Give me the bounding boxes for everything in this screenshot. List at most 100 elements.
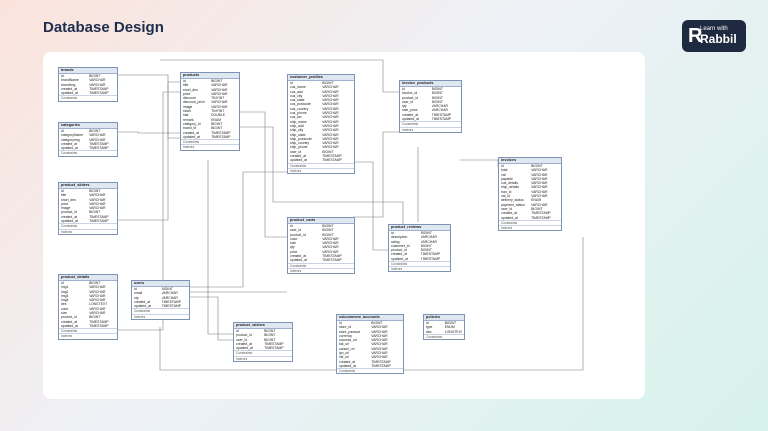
table-footer-item[interactable]: Indexes xyxy=(389,266,450,271)
column-name: created_at xyxy=(290,154,307,159)
column-name: created_at xyxy=(391,252,408,257)
table-footer-item[interactable]: Constraints xyxy=(337,368,403,373)
column-name: cus_fax xyxy=(290,115,302,120)
column-name: updated_at xyxy=(183,134,200,139)
table-footer-item[interactable]: Constraints xyxy=(181,139,239,144)
column-name: img2 xyxy=(61,289,69,294)
column-type: VARCHAR xyxy=(322,128,339,133)
table-footer-item[interactable]: Constraints xyxy=(288,162,354,168)
column-type: VARCHAR xyxy=(89,285,106,290)
table-footer-item[interactable]: Indexes xyxy=(132,313,189,319)
table-footer-item[interactable]: Constraints xyxy=(499,219,561,225)
column-type: VARCHAR xyxy=(89,289,106,294)
relation-users-customer-profiles xyxy=(188,171,287,288)
column-type: VARCHAR xyxy=(322,102,339,107)
relation-users-product-wishes xyxy=(188,296,233,341)
table-footer-item[interactable]: Indexes xyxy=(181,144,239,149)
table-footer-item[interactable]: Constraints xyxy=(424,333,464,339)
column-name: id xyxy=(61,129,64,133)
column-type: BIGINT xyxy=(371,321,383,325)
column-name: user_id xyxy=(290,149,302,154)
column-name: ship_postcode xyxy=(290,136,312,141)
table-footer-item[interactable]: Constraints xyxy=(59,150,117,155)
column-type: VARCHAR xyxy=(371,338,388,343)
column-type: VARCHAR xyxy=(371,333,388,338)
column-name: id xyxy=(402,87,405,91)
column-name: img1 xyxy=(61,285,69,290)
table-footer-item[interactable]: Indexes xyxy=(288,267,354,273)
brand-line-1: Learn with xyxy=(700,26,728,32)
column-name: stock xyxy=(183,109,191,114)
column-name: product_id xyxy=(391,248,407,253)
column-type: VARCHAR xyxy=(89,311,106,316)
table-footer-item[interactable]: Constraints xyxy=(59,223,117,228)
table-footer-item[interactable]: Indexes xyxy=(59,228,117,234)
column-name: qty xyxy=(402,104,407,109)
table-header: customer_profiles xyxy=(288,75,354,81)
column-type: BIGINT xyxy=(531,164,543,168)
table-header: sslcommerz_accounts xyxy=(337,315,403,321)
table-footer-item[interactable]: Indexes xyxy=(288,167,354,173)
table-footer-item[interactable]: Constraints xyxy=(132,308,189,313)
column-name: val_id xyxy=(501,194,510,199)
column-type: VARCHAR xyxy=(322,111,339,116)
table-footer-item[interactable]: Constraints xyxy=(288,262,354,268)
column-name: short_des xyxy=(183,87,198,92)
table-footer-item[interactable]: Indexes xyxy=(499,225,561,230)
table-footer-item[interactable]: Constraints xyxy=(400,121,461,126)
table-footer-item[interactable]: Constraints xyxy=(59,95,117,100)
column-name: updated_at xyxy=(339,363,356,368)
column-type: VARCHAR xyxy=(89,193,106,198)
column-type: BIGINT xyxy=(531,206,543,211)
column-type: BIGINT xyxy=(211,79,223,83)
relation-products-product-carts xyxy=(238,111,287,238)
table-footer-item[interactable]: Constraints xyxy=(389,261,450,266)
table-footer-item[interactable]: Indexes xyxy=(234,355,292,361)
relation-customer-profiles-product-reviews xyxy=(353,161,388,251)
table-header: product_wishes xyxy=(234,323,292,329)
table-footer-item[interactable]: Indexes xyxy=(59,333,117,338)
column-name: product_id xyxy=(402,95,418,100)
column-name: created_at xyxy=(183,130,200,135)
table-footer-item[interactable]: Constraints xyxy=(234,350,292,355)
table-footer-item[interactable]: Constraints xyxy=(59,328,117,333)
column-type: TIMESTAMP xyxy=(264,346,284,351)
column-name: id xyxy=(339,321,342,325)
column-type: LONGTEXT xyxy=(89,302,108,307)
table-footer-item[interactable]: Indexes xyxy=(400,126,461,132)
column-name: email xyxy=(134,291,143,296)
